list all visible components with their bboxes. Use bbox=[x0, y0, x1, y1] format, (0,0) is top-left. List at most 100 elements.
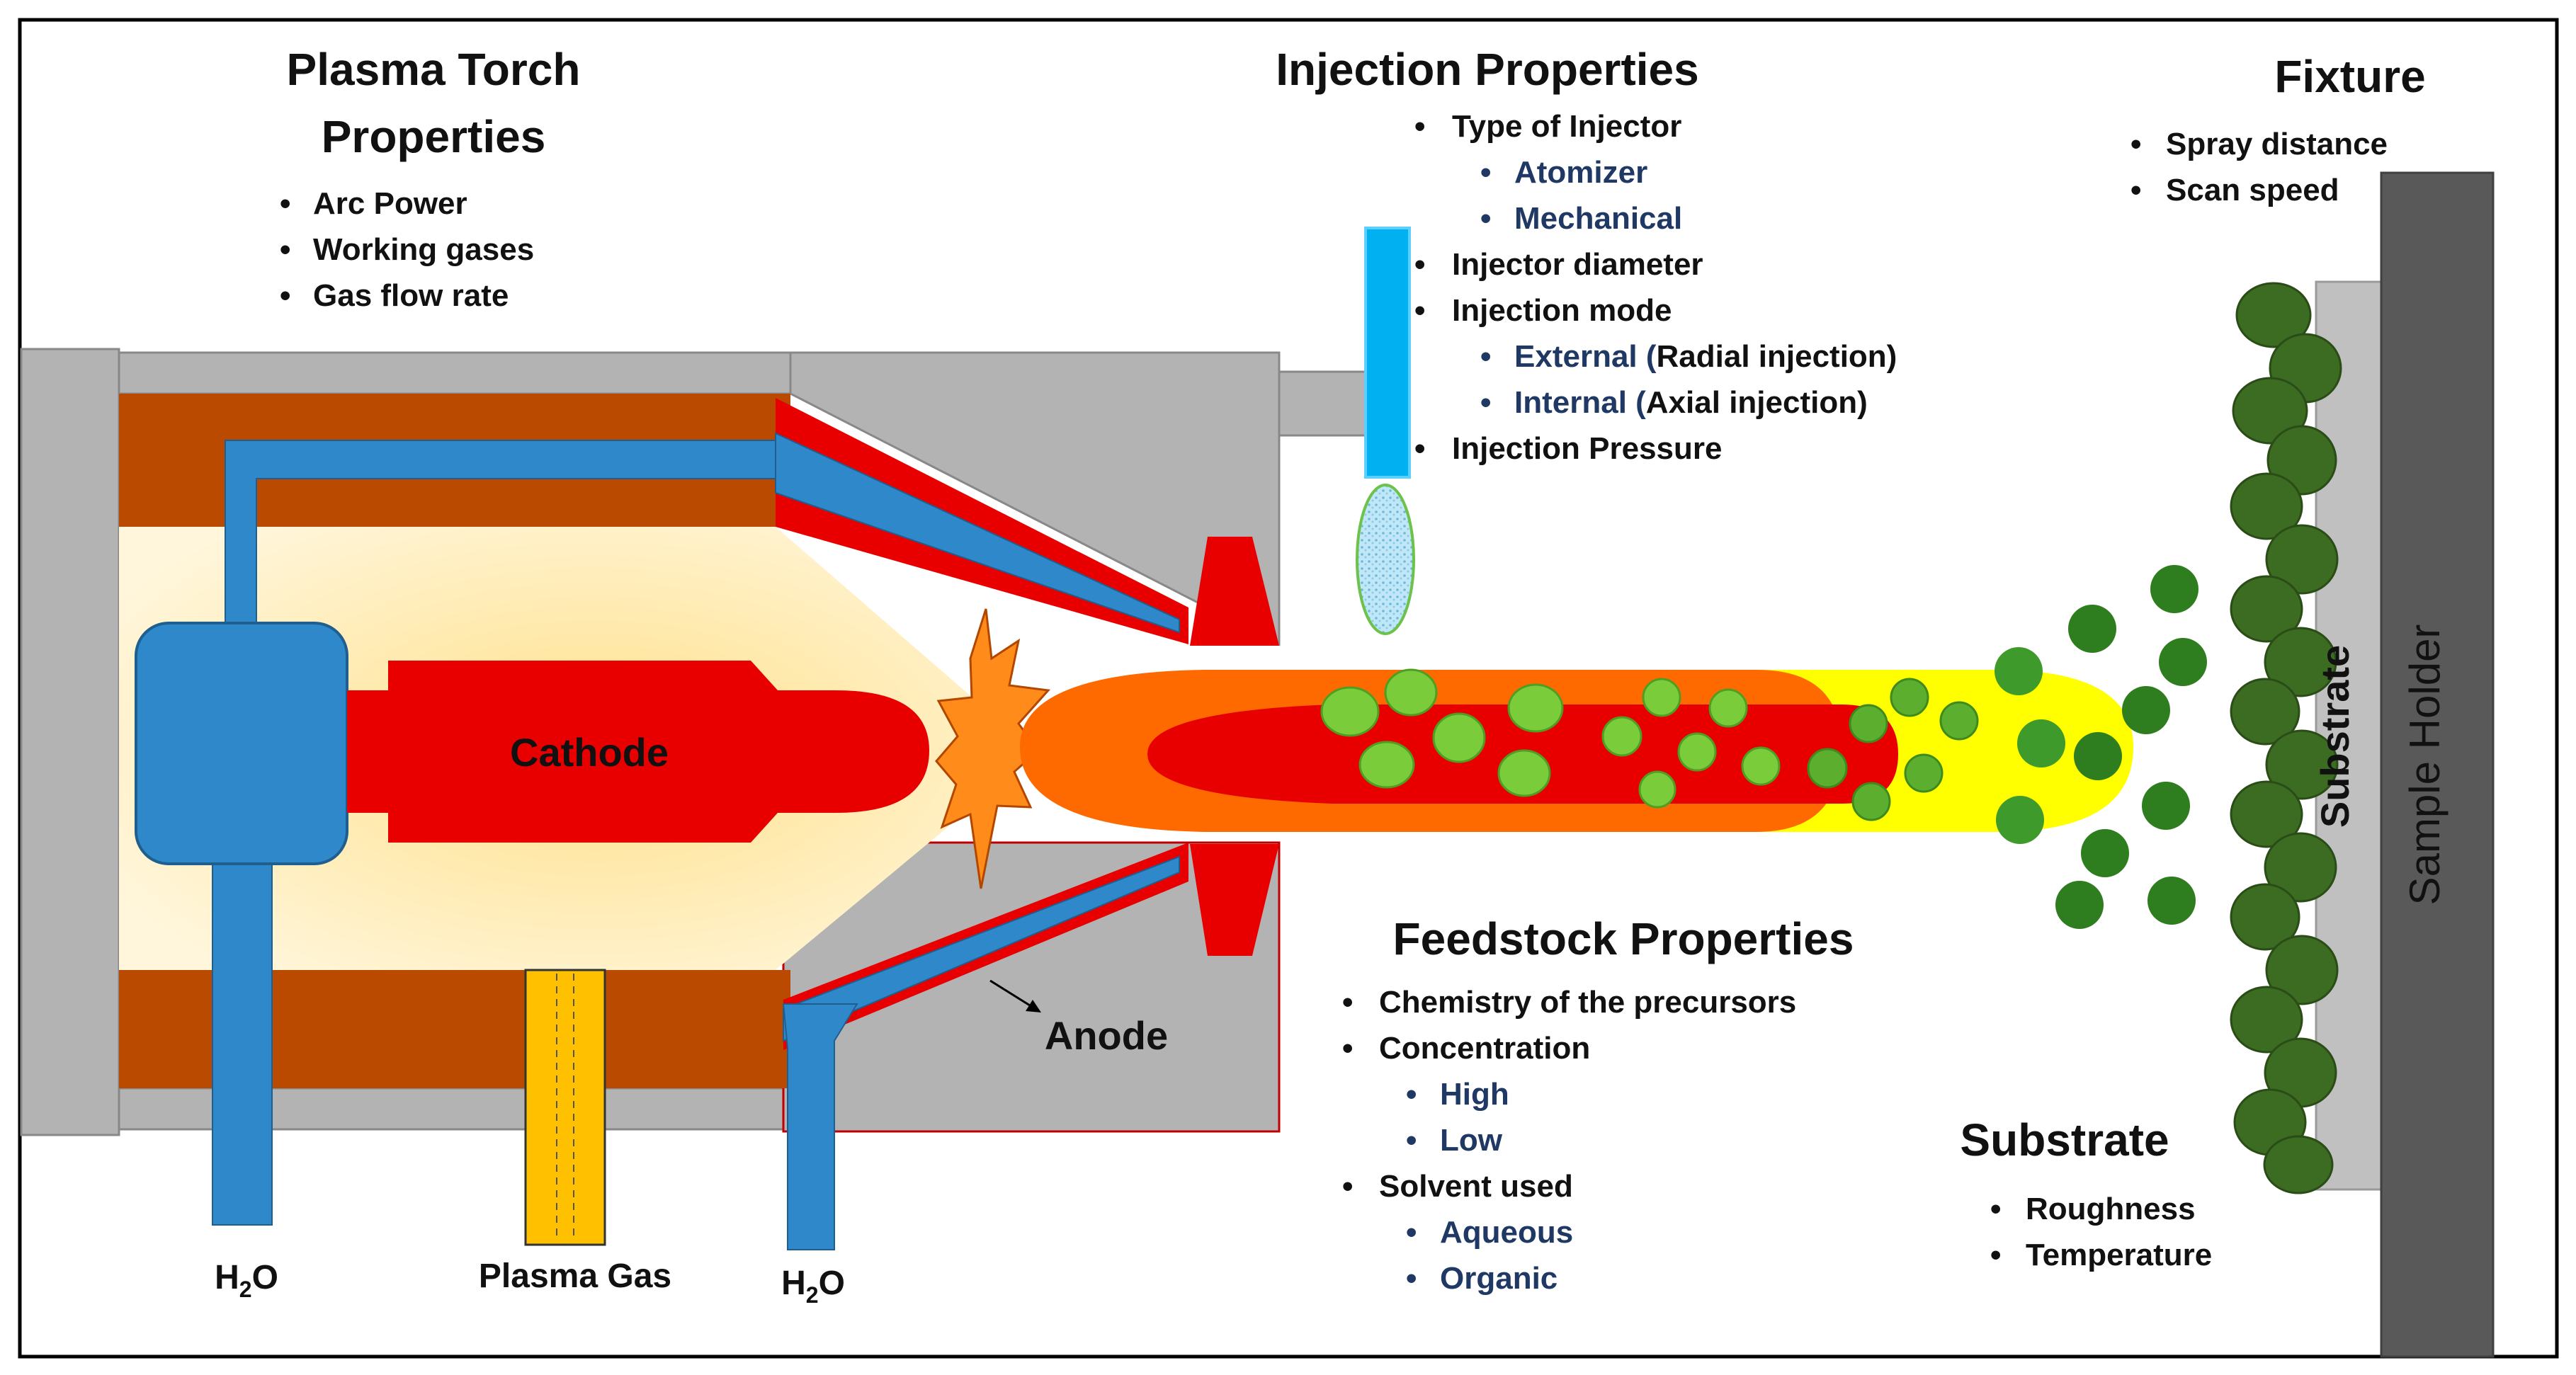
anode-pointer-head bbox=[1026, 1000, 1041, 1012]
droplet bbox=[1358, 741, 1415, 789]
feedstock-concentration: Concentration bbox=[1379, 1031, 1590, 1066]
droplet bbox=[1642, 678, 1681, 717]
feedstock-solvent: Solvent used bbox=[1379, 1169, 1573, 1204]
injection-mode-label: Injection mode bbox=[1452, 293, 1672, 328]
injection-diameter-label: Injector diameter bbox=[1452, 247, 1703, 282]
feedstock-bullet: • bbox=[1342, 985, 1353, 1020]
particles bbox=[1995, 565, 2207, 929]
plasma-torch bbox=[20, 348, 1281, 1250]
deposit-splat bbox=[2264, 627, 2337, 697]
bottom-nozzle-tip bbox=[1190, 844, 1279, 956]
particle bbox=[2159, 638, 2207, 686]
fixture-bullet: • bbox=[2130, 173, 2141, 207]
outer-frame bbox=[18, 18, 2559, 1359]
torch-back-plate bbox=[20, 348, 120, 1136]
plasma-jet bbox=[1020, 670, 2133, 832]
droplets bbox=[1320, 668, 1979, 821]
droplet bbox=[1507, 683, 1564, 733]
anode-pointer bbox=[989, 979, 1036, 1010]
right-water-pipe bbox=[782, 1003, 858, 1250]
substrate-bullet: • bbox=[1990, 1238, 2001, 1272]
plasma-torch-item: Gas flow rate bbox=[313, 278, 509, 313]
deposit-splat bbox=[2235, 282, 2312, 348]
particle bbox=[2147, 877, 2196, 925]
fixture-item: Spray distance bbox=[2166, 127, 2388, 161]
fixture-item: Scan speed bbox=[2166, 173, 2339, 207]
left-water-pipe bbox=[212, 856, 273, 1226]
particle bbox=[2055, 881, 2104, 929]
deposit-splat bbox=[2265, 729, 2339, 800]
droplet bbox=[1432, 712, 1486, 763]
injector-mount bbox=[1278, 370, 1367, 437]
injection-type-option: Atomizer bbox=[1514, 155, 1647, 190]
injection-mode-internal-name: Internal ( bbox=[1514, 385, 1646, 420]
bottom-cooling-channel bbox=[783, 855, 1180, 1042]
water-inlet-label-right: H2O bbox=[781, 1265, 845, 1308]
arc-spark bbox=[935, 608, 1051, 889]
droplet bbox=[1708, 688, 1748, 728]
injection-sub-bullet: • bbox=[1480, 155, 1491, 190]
injection-mode-external: External (Radial injection) bbox=[1514, 339, 1897, 374]
injection-bullet: • bbox=[1414, 109, 1425, 144]
injector-body bbox=[1364, 227, 1411, 479]
injection-bullet: • bbox=[1414, 293, 1425, 328]
injection-title: Injection Properties bbox=[1276, 44, 1698, 95]
injection-sub-bullet: • bbox=[1480, 201, 1491, 236]
droplet bbox=[1320, 686, 1380, 737]
plasma-torch-bullet: • bbox=[280, 232, 290, 267]
torch-top-nozzle-housing bbox=[789, 351, 1281, 646]
injection-bullet: • bbox=[1414, 247, 1425, 282]
feedstock-sub-bullet: • bbox=[1406, 1261, 1417, 1296]
plasma-torch-bullet: • bbox=[280, 278, 290, 313]
injection-pressure-label: Injection Pressure bbox=[1452, 431, 1722, 466]
substrate-item: Roughness bbox=[2026, 1192, 2196, 1226]
deposit-splat bbox=[2264, 832, 2337, 903]
feedstock-solvent-option: Organic bbox=[1440, 1261, 1557, 1296]
particle bbox=[2122, 686, 2170, 734]
feedstock-sub-bullet: • bbox=[1406, 1123, 1417, 1158]
feedstock-concentration-option: Low bbox=[1440, 1123, 1503, 1158]
deposit-splat bbox=[2263, 1135, 2334, 1194]
water-inlet-label-left: H2O bbox=[215, 1259, 278, 1302]
particle bbox=[2081, 829, 2129, 877]
substrate-plate bbox=[2315, 280, 2383, 1191]
deposit-splat bbox=[2230, 883, 2300, 951]
particle bbox=[2017, 719, 2065, 768]
injection-bullet: • bbox=[1414, 431, 1425, 466]
injection-type-label: Type of Injector bbox=[1452, 109, 1681, 144]
substrate-item: Temperature bbox=[2026, 1238, 2212, 1272]
feedstock-concentration-option: High bbox=[1440, 1077, 1509, 1112]
deposit-splat bbox=[2230, 472, 2303, 540]
particle bbox=[1996, 796, 2044, 844]
droplet bbox=[1384, 668, 1438, 717]
coolant-box bbox=[135, 622, 348, 865]
deposit-splat bbox=[2230, 986, 2303, 1054]
injection-sub-bullet: • bbox=[1480, 385, 1491, 420]
plasma-torch-title-line1: Plasma Torch bbox=[287, 44, 581, 95]
plasma-torch-bullet: • bbox=[280, 186, 290, 221]
droplet bbox=[1677, 732, 1717, 772]
feedstock-sub-bullet: • bbox=[1406, 1215, 1417, 1250]
plasma-torch-item: Working gases bbox=[313, 232, 534, 267]
top-nozzle-tip bbox=[1190, 537, 1279, 646]
feedstock-title: Feedstock Properties bbox=[1393, 913, 1854, 964]
injection-mode-internal: Internal (Axial injection) bbox=[1514, 385, 1868, 420]
injection-sub-bullet: • bbox=[1480, 339, 1491, 374]
anode-label: Anode bbox=[1045, 1013, 1168, 1058]
droplet bbox=[1849, 704, 1888, 743]
deposit-splat bbox=[2265, 935, 2339, 1005]
sample-holder bbox=[2380, 171, 2495, 1358]
deposit-splat bbox=[2265, 524, 2339, 595]
deposit-splat bbox=[2230, 780, 2303, 848]
sample-holder-label: Sample Holder bbox=[2401, 624, 2449, 906]
droplet bbox=[1904, 753, 1944, 793]
droplet bbox=[1807, 748, 1848, 789]
cathode-label: Cathode bbox=[510, 730, 669, 775]
particle bbox=[2068, 605, 2116, 653]
feedstock-sub-bullet: • bbox=[1406, 1077, 1417, 1112]
plasma-gas-label: Plasma Gas bbox=[479, 1257, 671, 1295]
jet-orange-tip bbox=[1020, 670, 1332, 832]
fixture-bullet: • bbox=[2130, 127, 2141, 161]
